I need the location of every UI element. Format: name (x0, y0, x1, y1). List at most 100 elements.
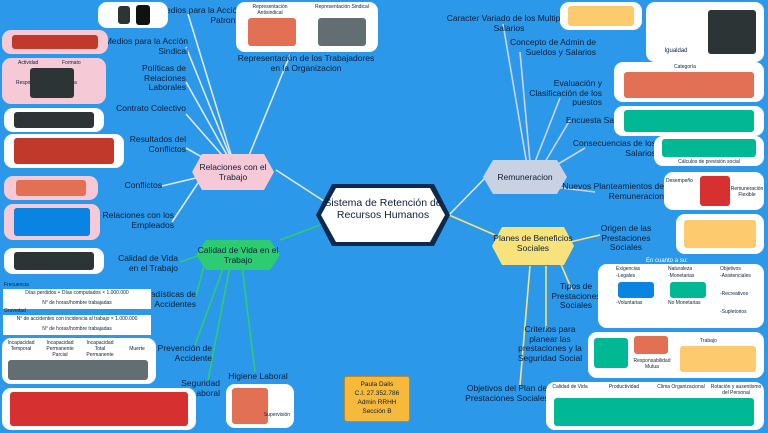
representacion-sindical-label: Representación Sindical (315, 4, 369, 10)
monetarias-label: -Monetarias (668, 273, 695, 279)
image-incapacidad: Incapacidad Temporal Incapacidad Permane… (2, 338, 156, 384)
objetivo-rotacion: Rotación y ausentismo del Personal (710, 384, 762, 396)
item-origen: Origen de las Prestaciones Sociales (600, 223, 652, 252)
author-name: Paula Dalis (360, 381, 394, 388)
objetivo-productividad: Productividad (608, 384, 640, 390)
frecuencia-formula-text: Días perdidos + Días computados × 1.000.… (25, 290, 129, 296)
image-seguridad (2, 388, 196, 430)
en-cuanto-label: En cuanto a su: (646, 258, 688, 264)
voluntarias-label: -Voluntarias (616, 300, 643, 306)
item-representacion: Representación de los Trabajadores en la… (237, 53, 375, 73)
item-prevencion: Prevención de Accidente (157, 343, 212, 363)
calidad-shape (196, 240, 280, 270)
legales-label: -Legales (616, 273, 636, 279)
item-conflictos: Conflictos (124, 180, 162, 190)
item-calidad-vida: Calidad de Vida en el Trabajo (118, 253, 178, 273)
item-objetivos: Objetivos del Plan de Prestaciones Socia… (465, 383, 549, 403)
checklist-icon (594, 338, 628, 368)
conflict-results-icon (14, 138, 114, 164)
categoria-label: Categoría (674, 64, 696, 70)
money-icon (670, 282, 706, 298)
origin-icon (684, 220, 756, 248)
remuneracion-node[interactable]: Remuneracion (483, 160, 567, 194)
representacion-antisindical-label: Representación Antisindical (252, 4, 288, 16)
item-concepto: Concepto de Admin de Sueldos y Salarios (509, 37, 596, 57)
incapacidad-temporal-label: Incapacidad Temporal (7, 340, 35, 352)
frecuencia-denominator: N° de horas/hombre trabajadas (42, 300, 112, 306)
trabajo-label: Trabajo (700, 338, 717, 344)
ranking-icon (624, 72, 754, 98)
image-criterios: Responsabilidad Mutua Trabajo (588, 332, 764, 378)
naturaleza-label: Naturaleza (668, 266, 693, 272)
no-monetarias-label: No Monetarias (668, 300, 701, 306)
image-encuesta (614, 106, 764, 136)
image-resultados (4, 134, 124, 168)
scales-icon (708, 10, 756, 54)
document-icon (136, 5, 150, 25)
actividad-label: Actividad (18, 60, 39, 66)
planes-label: Planes de Beneficios Sociales (493, 233, 573, 253)
relaciones-node[interactable]: Relaciones con el Trabajo (192, 154, 274, 190)
image-nuevos: Desempeño Remuneración Flexible (664, 172, 764, 210)
legal-icon (618, 282, 654, 298)
item-politicas: Políticas de Relaciones Laborales (142, 63, 186, 92)
workers-group-icon (248, 18, 296, 46)
remuneracion-flexible-label: Remuneración Flexible (730, 186, 764, 198)
image-conflictos (4, 176, 98, 200)
gravedad-formula-text: N° de accidentes con incidencia al traba… (16, 316, 138, 322)
policies-icon (30, 68, 74, 98)
hub-title: Sistema de Retención de Recursos Humanos (324, 197, 442, 221)
item-relaciones-empleados: Relaciones con los Empleados (102, 210, 174, 230)
author-card: Paula Dalis C.I. 27.352.786 Admin RRHH S… (344, 376, 410, 422)
remuneracion-shape (483, 160, 567, 194)
handshake-icon (16, 180, 86, 196)
item-contrato: Contrato Colectivo (116, 103, 186, 113)
no-sign-icon (700, 176, 730, 206)
item-tipos: Tipos de Prestaciones Sociales (551, 281, 601, 310)
item-higiene: Higiene Laboral (228, 371, 288, 381)
calidad-node[interactable]: Calidad de Vida en el Trabajo (196, 240, 280, 270)
image-accion-sindical (2, 30, 108, 54)
contract-icon (14, 112, 94, 128)
image-igualdad: Igualdad (646, 2, 764, 62)
relaciones-label: Relaciones con el Trabajo (199, 162, 267, 182)
consequences-icon (662, 139, 756, 157)
calculos-label: Cálculos de previsión social (678, 159, 740, 165)
item-criterios: Criterios para planear las prestaciones … (517, 324, 583, 363)
item-encuesta: Encuesta Salarial (565, 115, 632, 125)
image-origen (676, 214, 764, 254)
exigencias-label: Exigencias (616, 266, 641, 272)
hub-node[interactable]: Sistema de Retención de Recursos Humanos (316, 184, 450, 246)
image-tipos: Exigencias -Legales -Voluntarias Natural… (598, 264, 764, 328)
relaciones-shape (192, 154, 274, 190)
item-medios-patronal: Medios para la Acción Patronal (158, 5, 242, 25)
incapacidad-total-label: Incapacidad Total Permanente (86, 340, 114, 358)
calendar-icon (118, 6, 130, 24)
incapacidad-icons (8, 360, 148, 380)
item-caracter: Caracter Variado de los Multiples Salari… (446, 13, 572, 33)
coins-icon (680, 346, 756, 372)
remuneracion-label: Remuneracion (497, 172, 553, 182)
gravedad-formula: N° de accidentes con incidencia al traba… (2, 314, 152, 336)
image-politicas: Actividad Formato Responsabilidad Hacia (2, 58, 106, 104)
image-consecuencias: Cálculos de previsión social (654, 136, 764, 166)
author-ci: C.I. 27.352.786 (354, 390, 400, 397)
responsabilidad-mutua-label: Responsabilidad Mutua (633, 358, 671, 370)
gravedad-denominator: N° de horas/hombre trabajadas (42, 326, 112, 332)
item-medios-sindical: Medios para la Acción Sindical (104, 36, 188, 56)
wellbeing-icon (14, 252, 94, 270)
item-evaluacion: Evaluación y Clasificación de los puesto… (529, 78, 602, 107)
incapacidad-parcial-label: Incapacidad Permanente Parcial (46, 340, 74, 358)
igualdad-label: Igualdad (664, 48, 688, 54)
item-nuevos: Nuevos Planteamientos de Remuneracion (562, 181, 664, 201)
planes-node[interactable]: Planes de Beneficios Sociales (492, 227, 574, 265)
planes-shape (492, 227, 574, 265)
formato-label: Formato (62, 60, 81, 66)
author-program: Admin RRHH (357, 399, 397, 406)
item-resultados: Resultados del Conflictos (129, 134, 186, 154)
hub-hexagon-shape (316, 184, 450, 246)
muerte-label: Muerte (129, 346, 145, 352)
image-higiene: Supervisión (226, 384, 294, 428)
survey-icon (624, 110, 754, 132)
